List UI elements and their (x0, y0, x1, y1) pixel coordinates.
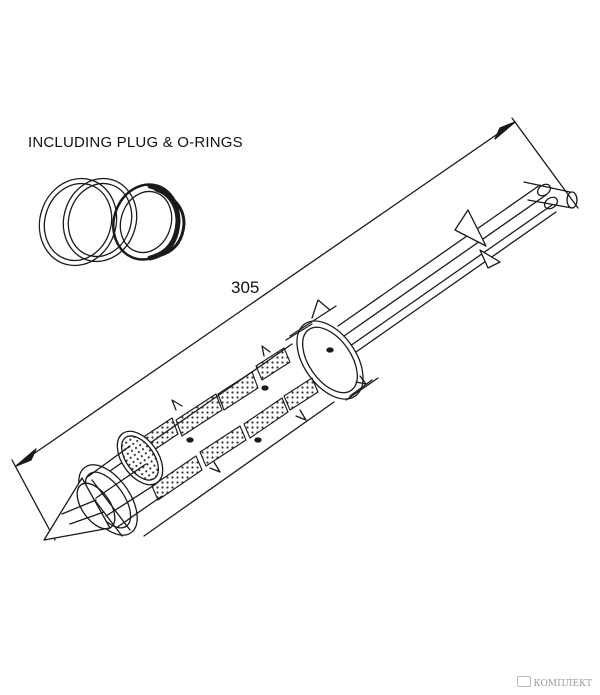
caption-text: INCLUDING PLUG & O-RINGS (28, 134, 243, 151)
dimension-label: 305 (231, 278, 260, 297)
drier-body (99, 305, 379, 537)
plug-illustration (112, 183, 186, 261)
cone-tip (43, 477, 116, 541)
watermark-icon (516, 676, 531, 687)
watermark-logo: КОМПЛЕКТ (516, 676, 592, 689)
dimension-line (11, 117, 579, 541)
o-rings-illustration (38, 177, 138, 267)
fins (311, 209, 501, 319)
filter-windows (129, 347, 319, 501)
outlet-pipes (337, 181, 578, 353)
body-spikes (171, 345, 367, 473)
watermark-text: КОМПЛЕКТ (533, 679, 592, 689)
